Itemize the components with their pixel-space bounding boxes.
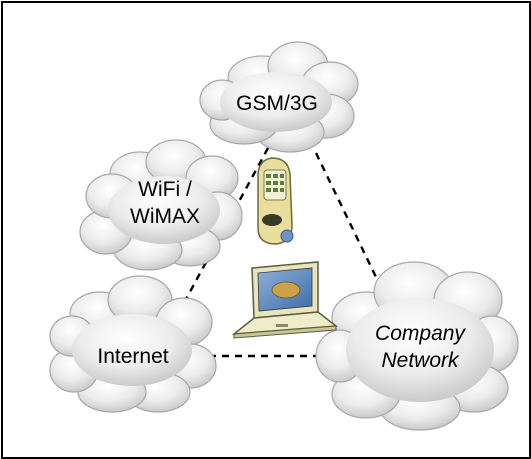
node-label-wifi-line2: WiMAX (130, 205, 200, 228)
cloud-gsm (199, 41, 359, 153)
node-label-wifi-line1: WiFi / (138, 178, 192, 201)
node-label-company-line2: Network (381, 349, 459, 372)
node-label-gsm: GSM/3G (236, 92, 318, 115)
node-label-wifi: WiFi / WiMAX (110, 176, 220, 230)
node-label-company-line1: Company (375, 322, 465, 345)
node-label-internet: Internet (97, 345, 169, 368)
cloud-company (315, 261, 519, 431)
connector-gsm-internet (183, 147, 270, 302)
cloud-wifi (79, 139, 243, 271)
connectors (183, 147, 392, 358)
node-label-company: Company Network (360, 320, 480, 374)
connector-gsm-company (314, 152, 392, 307)
laptop-icon (231, 261, 338, 339)
cloud-internet (49, 275, 217, 413)
mobile-phone-icon (257, 157, 294, 245)
